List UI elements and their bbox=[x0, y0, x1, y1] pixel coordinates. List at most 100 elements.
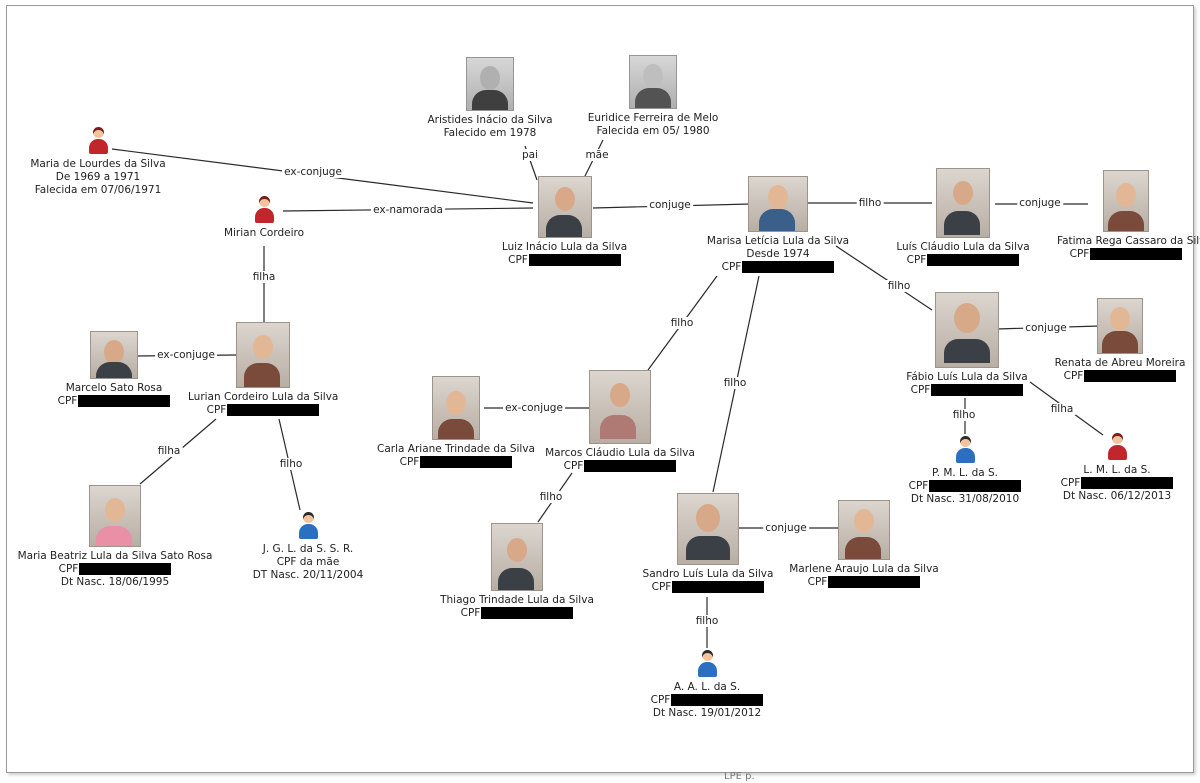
portrait-photo bbox=[748, 176, 808, 232]
redacted-bar bbox=[78, 395, 171, 407]
person-note: Falecida em 05/ 1980 bbox=[596, 125, 710, 137]
person-name: Luiz Inácio Lula da Silva bbox=[501, 241, 628, 253]
person-marcos-claudio: Marcos Cláudio Lula da Silva CPF bbox=[545, 370, 695, 473]
portrait-photo bbox=[432, 376, 480, 440]
person-note: Dt Nasc. 19/01/2012 bbox=[652, 707, 762, 719]
male-person-icon bbox=[954, 436, 976, 464]
person-aristides: Aristides Inácio da Silva Falecido em 19… bbox=[425, 57, 555, 140]
footer-mark: LPE p. bbox=[724, 771, 755, 782]
redacted-bar bbox=[481, 607, 574, 619]
cpf-label: CPF bbox=[807, 576, 828, 588]
person-note: De 1969 a 1971 bbox=[55, 171, 141, 183]
redacted-bar bbox=[528, 254, 621, 266]
person-pml: P. M. L. da S. CPF Dt Nasc. 31/08/2010 bbox=[903, 436, 1027, 506]
person-maria-de-lourdes: Maria de Lourdes da Silva De 1969 a 1971… bbox=[28, 127, 168, 197]
relation-label-conjuge: conjuge bbox=[647, 199, 693, 211]
redacted-bar bbox=[828, 576, 921, 588]
redacted-bar bbox=[227, 404, 320, 416]
relation-label-conjuge: conjuge bbox=[1023, 322, 1069, 334]
person-note: Falecida em 07/06/1971 bbox=[34, 184, 162, 196]
cpf-label: CPF bbox=[1060, 477, 1081, 489]
portrait-photo bbox=[537, 176, 592, 238]
cpf-label: CPF bbox=[1069, 248, 1090, 260]
portrait-photo bbox=[236, 322, 290, 388]
redacted-bar bbox=[671, 694, 764, 706]
redacted-bar bbox=[931, 384, 1024, 396]
person-fatima: Fatima Rega Cassaro da Silva CPF bbox=[1057, 170, 1200, 261]
portrait-photo bbox=[936, 168, 990, 238]
portrait-photo bbox=[838, 500, 890, 560]
person-name: Sandro Luís Lula da Silva bbox=[642, 568, 774, 580]
person-note: Dt Nasc. 06/12/2013 bbox=[1062, 490, 1172, 502]
female-person-icon bbox=[87, 127, 109, 155]
person-name: Thiago Trindade Lula da Silva bbox=[440, 594, 594, 606]
person-note: Dt Nasc. 31/08/2010 bbox=[910, 493, 1020, 505]
portrait-photo bbox=[629, 55, 677, 109]
relation-label-filha: filha bbox=[1048, 403, 1076, 415]
portrait-photo bbox=[935, 292, 999, 368]
cpf-label: CPF bbox=[906, 254, 927, 266]
relation-label-filha: filha bbox=[250, 271, 278, 283]
redacted-bar bbox=[79, 563, 172, 575]
person-maria-beatriz: Maria Beatriz Lula da Silva Sato Rosa CP… bbox=[12, 485, 218, 589]
cpf-label: CPF bbox=[721, 261, 742, 273]
cpf-label: CPF bbox=[910, 384, 931, 396]
relation-label-filho: filho bbox=[950, 409, 978, 421]
relation-label-ex-conjuge: ex-conjuge bbox=[503, 402, 565, 414]
portrait-photo bbox=[466, 57, 514, 111]
portrait-photo bbox=[491, 523, 543, 591]
person-sandro: Sandro Luís Lula da Silva CPF bbox=[636, 493, 780, 594]
person-name: Marcos Cláudio Lula da Silva bbox=[545, 447, 695, 459]
relation-label-conjuge: conjuge bbox=[763, 522, 809, 534]
person-name: L. M. L. da S. bbox=[1083, 464, 1151, 476]
person-name: A. A. L. da S. bbox=[673, 681, 741, 693]
person-euridice: Euridice Ferreira de Melo Falecida em 05… bbox=[587, 55, 719, 138]
person-name: Euridice Ferreira de Melo bbox=[587, 112, 719, 124]
redacted-bar bbox=[1090, 248, 1183, 260]
relation-label-conjuge: conjuge bbox=[1017, 197, 1063, 209]
person-name: P. M. L. da S. bbox=[931, 467, 999, 479]
person-fabio: Fábio Luís Lula da Silva CPF bbox=[897, 292, 1037, 397]
relation-label-ex-conjuge: ex-conjuge bbox=[282, 166, 344, 178]
person-name: Fatima Rega Cassaro da Silva bbox=[1057, 235, 1200, 247]
person-aal: A. A. L. da S. CPF Dt Nasc. 19/01/2012 bbox=[645, 650, 769, 720]
redacted-bar bbox=[1084, 370, 1177, 382]
relation-label-ex-namorada: ex-namorada bbox=[371, 204, 445, 216]
female-person-icon bbox=[1106, 433, 1128, 461]
redacted-bar bbox=[584, 460, 677, 472]
person-carla: Carla Ariane Trindade da Silva CPF bbox=[376, 376, 536, 469]
person-name: Fábio Luís Lula da Silva bbox=[906, 371, 1028, 383]
person-name: J. G. L. da S. S. R. bbox=[262, 543, 354, 555]
person-note: Dt Nasc. 18/06/1995 bbox=[60, 576, 170, 588]
cpf-label: CPF bbox=[508, 254, 528, 266]
relation-label-filho: filho bbox=[721, 377, 749, 389]
relation-label-ex-conjuge: ex-conjuge bbox=[155, 349, 217, 361]
person-name: Carla Ariane Trindade da Silva bbox=[377, 443, 535, 455]
redacted-bar bbox=[927, 254, 1020, 266]
relation-label-filha: filha bbox=[155, 445, 183, 457]
person-marcelo: Marcelo Sato Rosa CPF bbox=[52, 331, 176, 408]
person-name: Luís Cláudio Lula da Silva bbox=[896, 241, 1030, 253]
relation-label-filho: filho bbox=[277, 458, 305, 470]
person-name: Maria de Lourdes da Silva bbox=[30, 158, 166, 170]
relation-label-pai: pai bbox=[519, 149, 541, 161]
person-lurian: Lurian Cordeiro Lula da Silva CPF bbox=[188, 322, 338, 417]
person-renata: Renata de Abreu Moreira CPF bbox=[1050, 298, 1190, 383]
person-note: Falecido em 1978 bbox=[443, 127, 537, 139]
relation-label-filho: filho bbox=[668, 317, 696, 329]
person-marlene: Marlene Araujo Lula da Silva CPF bbox=[789, 500, 939, 589]
person-jgl: J. G. L. da S. S. R. CPF da mãe DT Nasc.… bbox=[248, 512, 368, 582]
cpf-label: CPF bbox=[206, 404, 227, 416]
person-name: Lurian Cordeiro Lula da Silva bbox=[188, 391, 339, 403]
person-lml: L. M. L. da S. CPF Dt Nasc. 06/12/2013 bbox=[1055, 433, 1179, 503]
portrait-photo bbox=[677, 493, 739, 565]
male-person-icon bbox=[297, 512, 319, 540]
person-name: Mirian Cordeiro bbox=[223, 227, 305, 239]
cpf-label: CPF bbox=[58, 563, 79, 575]
portrait-photo bbox=[589, 370, 651, 444]
redacted-bar bbox=[672, 581, 765, 593]
person-mirian-cordeiro: Mirian Cordeiro bbox=[214, 196, 314, 240]
cpf-label: CPF bbox=[908, 480, 929, 492]
cpf-label: CPF bbox=[399, 456, 420, 468]
cpf-label: CPF bbox=[460, 607, 481, 619]
